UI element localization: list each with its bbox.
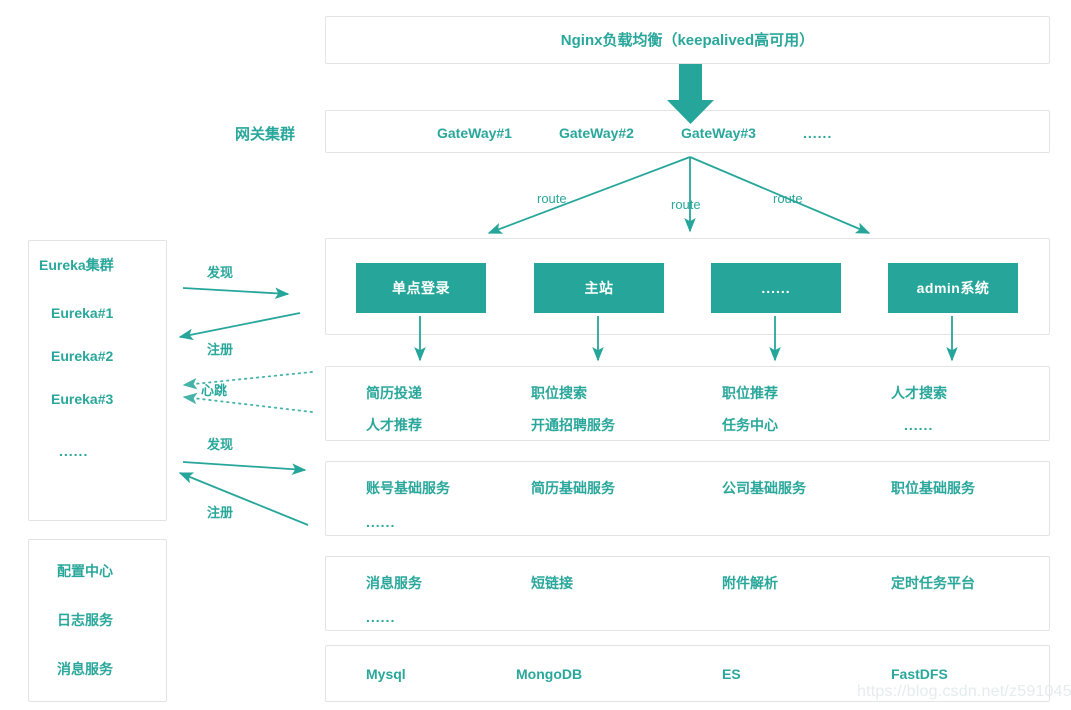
register-arrow-top bbox=[178, 312, 301, 341]
business-service-4-1: 人才搜索 bbox=[891, 385, 947, 401]
business-service-2-1: 职位搜索 bbox=[531, 385, 587, 401]
discover-arrow-bottom bbox=[182, 461, 307, 475]
storage-item-fastdfs: FastDFS bbox=[891, 666, 948, 682]
heartbeat-label: 心跳 bbox=[201, 383, 228, 398]
left-infra-box: 配置中心 日志服务 消息服务 bbox=[28, 539, 167, 702]
discover-label-bottom: 发现 bbox=[207, 437, 234, 452]
base-service-1-2: ...... bbox=[366, 514, 396, 530]
register-arrow-bottom bbox=[178, 472, 309, 526]
eureka-node-2: Eureka#2 bbox=[51, 348, 114, 364]
discover-arrow-top bbox=[182, 287, 290, 300]
support-service-1-1: 消息服务 bbox=[366, 575, 422, 591]
support-service-2-1: 短链接 bbox=[531, 575, 573, 591]
base-service-2-1: 简历基础服务 bbox=[531, 480, 615, 496]
business-service-3-2: 任务中心 bbox=[722, 417, 778, 433]
support-services-box: 消息服务 ...... 短链接 附件解析 定时任务平台 bbox=[325, 556, 1050, 631]
business-service-1-2: 人才推荐 bbox=[366, 417, 422, 433]
eureka-node-1: Eureka#1 bbox=[51, 305, 114, 321]
gateway-cluster-label: 网关集群 bbox=[235, 126, 296, 143]
support-service-3-1: 附件解析 bbox=[722, 575, 778, 591]
nginx-title: Nginx负载均衡（keepalived高可用） bbox=[560, 32, 815, 49]
business-service-2-2: 开通招聘服务 bbox=[531, 417, 615, 433]
app-box-admin-system: admin系统 bbox=[888, 263, 1018, 313]
route-label-2: route bbox=[671, 197, 701, 212]
app-box-main-site: 主站 bbox=[534, 263, 664, 313]
gateway-box: GateWay#1 GateWay#2 GateWay#3 ...... bbox=[325, 110, 1050, 153]
watermark: https://blog.csdn.net/z591045 bbox=[857, 683, 1071, 700]
nginx-box: Nginx负载均衡（keepalived高可用） bbox=[325, 16, 1050, 64]
base-service-4-1: 职位基础服务 bbox=[891, 480, 975, 496]
gateway-node-2: GateWay#2 bbox=[559, 125, 634, 141]
base-services-box: 账号基础服务 ...... 简历基础服务 公司基础服务 职位基础服务 bbox=[325, 461, 1050, 536]
storage-item-mongodb: MongoDB bbox=[516, 666, 583, 682]
business-service-1-1: 简历投递 bbox=[366, 385, 422, 401]
base-service-3-1: 公司基础服务 bbox=[722, 480, 806, 496]
infra-item-message-service: 消息服务 bbox=[57, 661, 113, 677]
storage-item-es: ES bbox=[722, 666, 741, 682]
business-services-box: 简历投递 人才推荐 职位搜索 开通招聘服务 职位推荐 任务中心 人才搜索 ...… bbox=[325, 366, 1050, 441]
base-service-1-1: 账号基础服务 bbox=[366, 480, 450, 496]
app-box-more: ...... bbox=[711, 263, 841, 313]
application-layer-box: 单点登录 主站 ...... admin系统 bbox=[325, 238, 1050, 335]
app-box-sso: 单点登录 bbox=[356, 263, 486, 313]
infra-item-log-service: 日志服务 bbox=[57, 612, 113, 628]
route-label-1: route bbox=[537, 191, 567, 206]
register-label-bottom: 注册 bbox=[207, 505, 234, 520]
gateway-node-3: GateWay#3 bbox=[681, 125, 756, 141]
eureka-title: Eureka集群 bbox=[39, 257, 114, 273]
storage-box: Mysql MongoDB ES FastDFS bbox=[325, 645, 1050, 702]
discover-label-top: 发现 bbox=[207, 265, 234, 280]
gateway-node-1: GateWay#1 bbox=[437, 125, 512, 141]
gateway-node-more: ...... bbox=[803, 125, 833, 141]
storage-item-mysql: Mysql bbox=[366, 666, 406, 682]
eureka-node-more: ...... bbox=[59, 443, 89, 459]
support-service-4-1: 定时任务平台 bbox=[891, 575, 975, 591]
business-service-3-1: 职位推荐 bbox=[722, 385, 778, 401]
support-service-1-2: ...... bbox=[366, 609, 396, 625]
eureka-box: Eureka集群 Eureka#1 Eureka#2 Eureka#3 ....… bbox=[28, 240, 167, 521]
eureka-node-3: Eureka#3 bbox=[51, 391, 114, 407]
route-label-3: route bbox=[773, 191, 803, 206]
register-label-top: 注册 bbox=[207, 342, 234, 357]
business-service-4-2: ...... bbox=[904, 417, 934, 433]
infra-item-config-center: 配置中心 bbox=[57, 563, 113, 579]
